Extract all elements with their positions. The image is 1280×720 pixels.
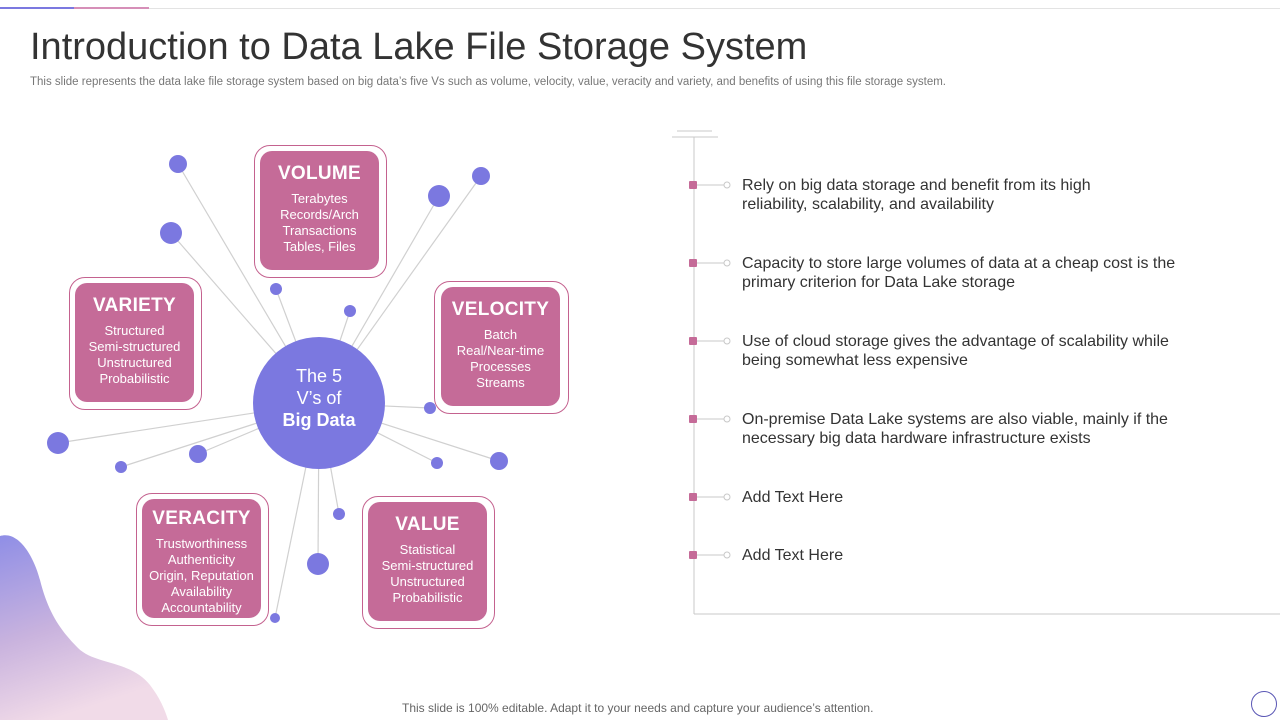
velocity-line: Streams (476, 375, 525, 390)
slide-subtitle: This slide represents the data lake file… (30, 76, 946, 88)
slide-footer-note: This slide is 100% editable. Adapt it to… (402, 701, 874, 715)
center-line-1: The 5 (295, 366, 343, 386)
slide-title: Introduction to Data Lake File Storage S… (30, 26, 808, 68)
benefit-line: being somewhat less expensive (742, 352, 968, 369)
velocity-line: Batch (483, 327, 518, 342)
benefit-line: reliability, scalability, and availabili… (742, 196, 994, 213)
volume-card: VOLUME Terabytes Records/Arch Transactio… (260, 151, 379, 270)
veracity-heading: VERACITY (152, 508, 251, 529)
benefit-item: Add Text Here (742, 546, 1192, 565)
corner-circle-icon (1251, 691, 1277, 717)
benefit-item: On-premise Data Lake systems are also vi… (742, 410, 1192, 448)
value-card: VALUE Statistical Semi-structured Unstru… (368, 502, 487, 621)
value-heading: VALUE (395, 514, 460, 535)
veracity-card: VERACITY Trustworthiness Authenticity Or… (142, 499, 261, 618)
decorative-blob (0, 535, 168, 720)
velocity-card: VELOCITY Batch Real/Near-time Processes … (441, 287, 560, 406)
volume-line: Records/Arch (280, 207, 359, 222)
accent-segment-purple (0, 7, 74, 9)
variety-line: Probabilistic (99, 371, 170, 386)
benefit-item: Rely on big data storage and benefit fro… (742, 176, 1192, 214)
big-data-center-circle: The 5 V’s of Big Data (253, 337, 385, 469)
value-line: Statistical (399, 542, 456, 557)
veracity-line: Authenticity (167, 552, 236, 567)
value-line: Unstructured (390, 574, 465, 589)
variety-card: VARIETY Structured Semi-structured Unstr… (75, 283, 194, 402)
velocity-heading: VELOCITY (451, 299, 550, 320)
benefit-line: Use of cloud storage gives the advantage… (742, 333, 1169, 350)
benefit-line: Rely on big data storage and benefit fro… (742, 177, 1091, 194)
accent-line (149, 8, 1280, 9)
benefit-line: Capacity to store large volumes of data … (742, 255, 1176, 272)
value-line: Semi-structured (381, 558, 474, 573)
veracity-line: Availability (170, 584, 233, 599)
veracity-line: Trustworthiness (155, 536, 248, 551)
benefit-line: necessary big data hardware infrastructu… (742, 430, 1091, 447)
variety-line: Unstructured (97, 355, 172, 370)
veracity-line: Accountability (161, 600, 242, 615)
top-accent-bar (0, 0, 1280, 9)
veracity-line: Origin, Reputation (149, 568, 254, 583)
velocity-line: Real/Near-time (456, 343, 545, 358)
benefit-item: Use of cloud storage gives the advantage… (742, 332, 1192, 370)
benefit-line: Add Text Here (742, 489, 844, 506)
volume-line: Transactions (282, 223, 357, 238)
volume-line: Terabytes (291, 191, 348, 206)
center-line-2: V’s of (296, 388, 342, 408)
accent-segment-pink (74, 7, 149, 9)
benefit-item: Add Text Here (742, 488, 1192, 507)
variety-line: Structured (104, 323, 165, 338)
volume-line: Tables, Files (283, 239, 356, 254)
volume-heading: VOLUME (277, 163, 362, 184)
velocity-line: Processes (470, 359, 531, 374)
benefit-line: Add Text Here (742, 547, 844, 564)
variety-heading: VARIETY (92, 295, 177, 316)
benefit-line: primary criterion for Data Lake storage (742, 274, 1015, 291)
center-line-3: Big Data (282, 410, 356, 430)
benefit-line: On-premise Data Lake systems are also vi… (742, 411, 1168, 428)
value-line: Probabilistic (392, 590, 463, 605)
benefit-item: Capacity to store large volumes of data … (742, 254, 1192, 292)
variety-line: Semi-structured (88, 339, 181, 354)
